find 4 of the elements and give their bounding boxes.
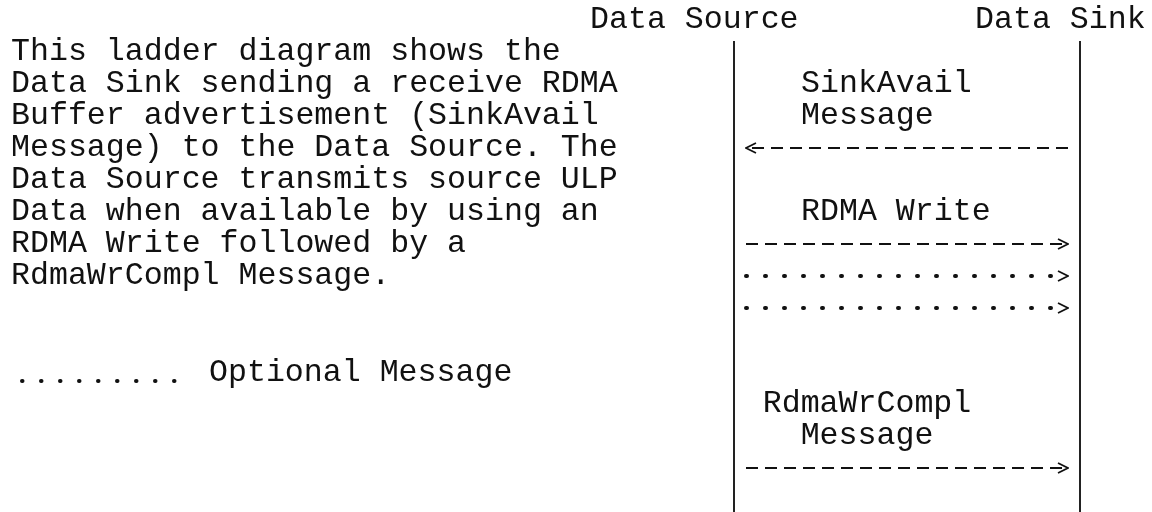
legend-text: Optional Message [209,357,513,389]
description-text: This ladder diagram shows the Data Sink sending a receive RDMA Buffer advertisement (SinkAvail Message) to the Data Source. The Data Source transmits source ULP Data when available by using an RDMA Write followed by a RdmaWrCompl Message. [11,36,619,292]
lifeline-heading: Data Source [590,4,799,36]
lifeline-heading: Data Sink [975,4,1146,36]
